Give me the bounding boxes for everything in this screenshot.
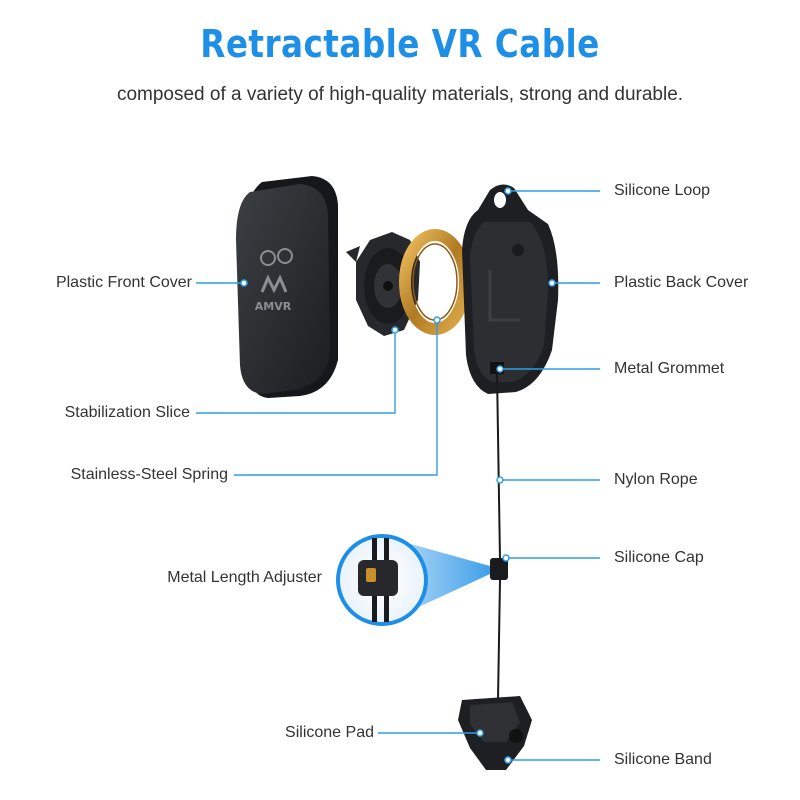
page-title: Retractable VR Cable [200,22,600,66]
label-silicone-loop: Silicone Loop [614,182,711,199]
leader-lines-left [196,282,480,734]
label-silicone-band: Silicone Band [614,751,712,768]
front-cover: AMVR [236,176,338,398]
logo-text: AMVR [255,300,292,313]
label-nylon-rope: Nylon Rope [614,471,698,488]
silicone-cap [490,558,508,580]
leader-dots [240,187,556,764]
metal-length-adjuster-zoom [336,534,490,626]
label-silicone-pad: Silicone Pad [285,724,374,741]
label-plastic-back-cover: Plastic Back Cover [614,274,749,291]
back-cover [462,184,559,394]
label-metal-length-adjuster: Metal Length Adjuster [167,569,322,586]
label-silicone-cap: Silicone Cap [614,549,704,566]
label-metal-grommet: Metal Grommet [614,360,725,377]
label-plastic-front-cover: Plastic Front Cover [55,274,192,291]
page-subtitle: composed of a variety of high-quality ma… [116,84,684,105]
stabilization-slice [346,232,420,336]
nylon-rope [496,371,501,561]
label-stabilization-slice: Stabilization Slice [64,404,190,421]
label-stainless-steel-spring: Stainless-Steel Spring [70,466,228,483]
leader-lines-right [500,190,600,761]
